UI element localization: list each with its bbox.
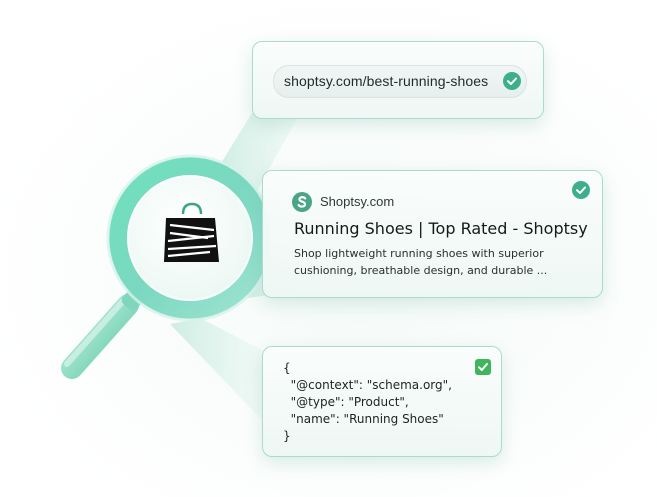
shopping-bag-logo-icon — [164, 202, 219, 262]
result-description: Shop lightweight running shoes with supe… — [294, 247, 548, 277]
result-title[interactable]: Running Shoes | Top Rated - Shoptsy — [294, 219, 588, 238]
check-box-icon — [475, 359, 491, 375]
url-bar[interactable]: shoptsy.com/best-running-shoes — [273, 65, 527, 98]
check-circle-icon — [572, 181, 590, 199]
shoptsy-logo-icon — [292, 192, 312, 212]
url-text: shoptsy.com/best-running-shoes — [284, 73, 489, 89]
site-name: Shoptsy.com — [320, 194, 395, 209]
magnifier-handle — [61, 294, 139, 379]
url-card: shoptsy.com/best-running-shoes — [252, 41, 544, 119]
search-result-card[interactable]: Shoptsy.com Running Shoes | Top Rated - … — [262, 170, 603, 298]
schema-code: { "@context": "schema.org", "@type": "Pr… — [283, 361, 452, 443]
beam-to-schema-card — [170, 318, 262, 420]
schema-card: { "@context": "schema.org", "@type": "Pr… — [262, 346, 502, 457]
check-circle-icon — [503, 72, 521, 90]
